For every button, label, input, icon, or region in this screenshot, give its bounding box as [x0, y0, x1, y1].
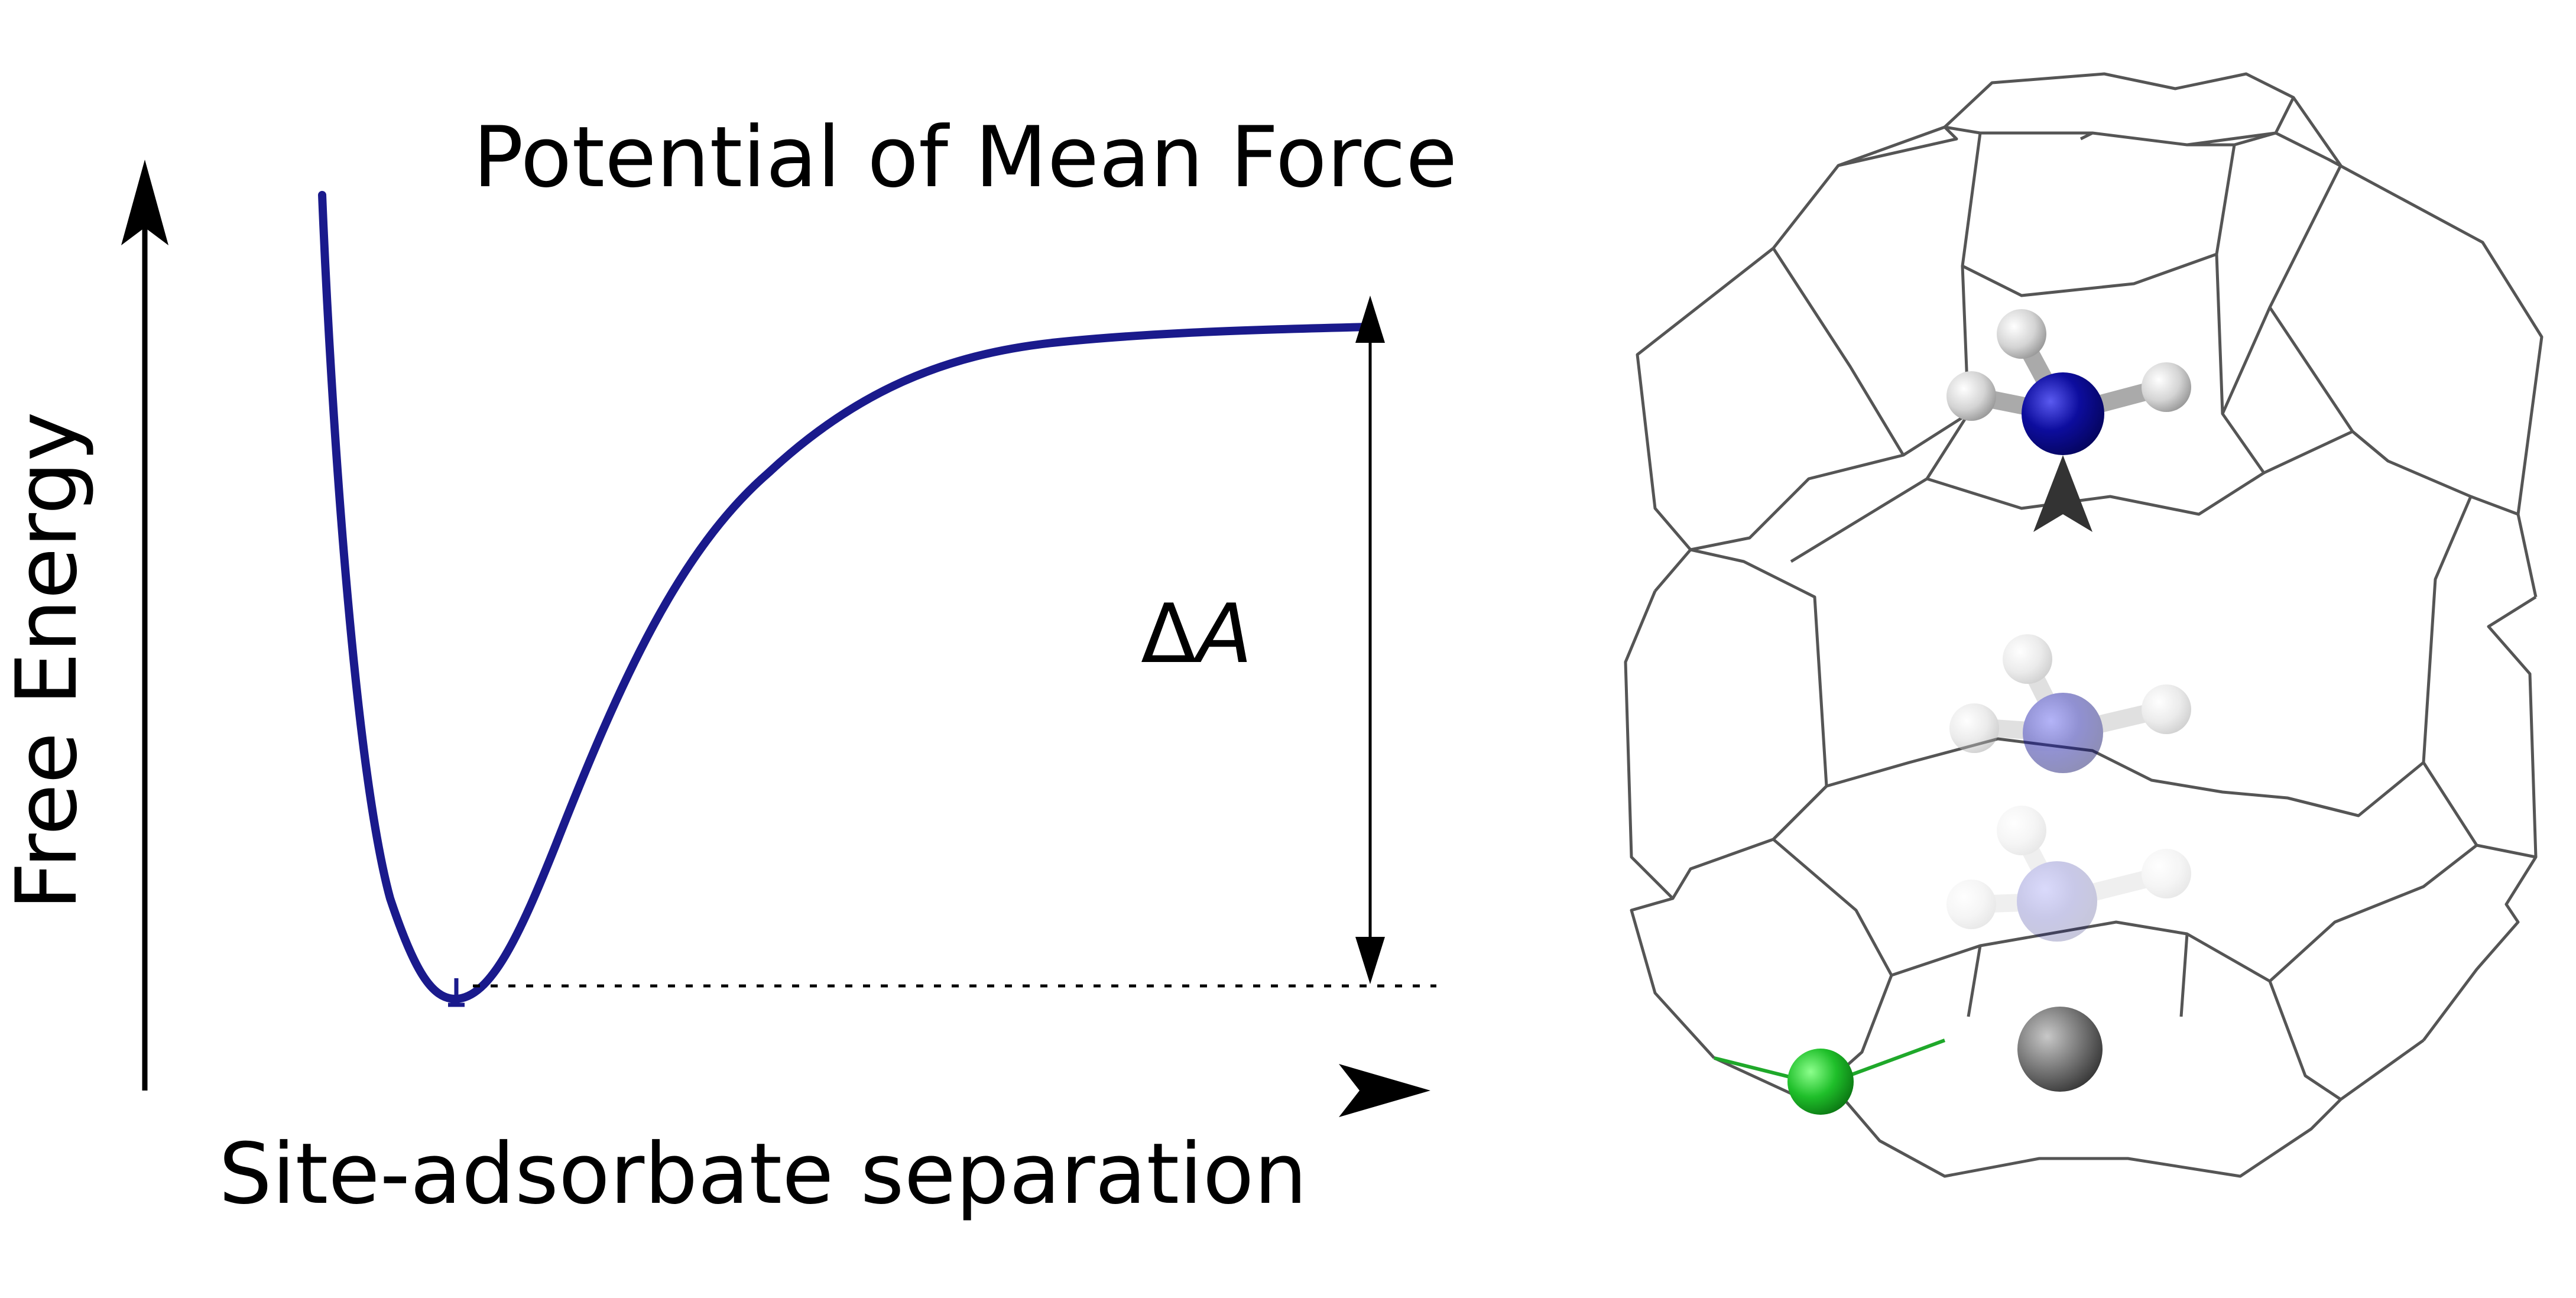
delta-a-arrow [1355, 296, 1385, 984]
arrow-up-icon [121, 160, 168, 245]
cage-top-ring [1943, 72, 2295, 147]
zeolite-cage [1624, 72, 2543, 1178]
y-axis-label: Free Energy [0, 411, 96, 910]
x-axis [118, 1064, 1430, 1117]
pmf-plot: Potential of Mean Force Free Energy Site… [0, 109, 1457, 1223]
nitrogen-atom [2017, 861, 2097, 942]
arrow-up-icon [2033, 455, 2092, 532]
arrow-right-icon [1339, 1064, 1430, 1117]
ammonia-middle [1949, 634, 2191, 773]
cage-upper-ring [1925, 254, 2266, 516]
nitrogen-atom [2022, 372, 2104, 455]
y-axis [121, 160, 168, 1091]
ammonia-current [1946, 309, 2191, 455]
delta-a-label: ΔA [1141, 586, 1253, 682]
arrow-down-icon [1355, 937, 1385, 984]
x-axis-label: Site-adsorbate separation [219, 1125, 1308, 1223]
delta-symbol: Δ [1141, 586, 1196, 682]
pmf-curve [318, 191, 1374, 1004]
ammonia-near-site [1946, 806, 2191, 942]
site-atom [1787, 1049, 1854, 1115]
plot-title: Potential of Mean Force [473, 109, 1457, 206]
minimum-marker [448, 978, 465, 1007]
nitrogen-atom [2023, 693, 2103, 773]
delta-variable: A [1192, 586, 1252, 682]
arrow-up-icon [1355, 296, 1385, 343]
adsorption-site-atom [2017, 1007, 2103, 1092]
